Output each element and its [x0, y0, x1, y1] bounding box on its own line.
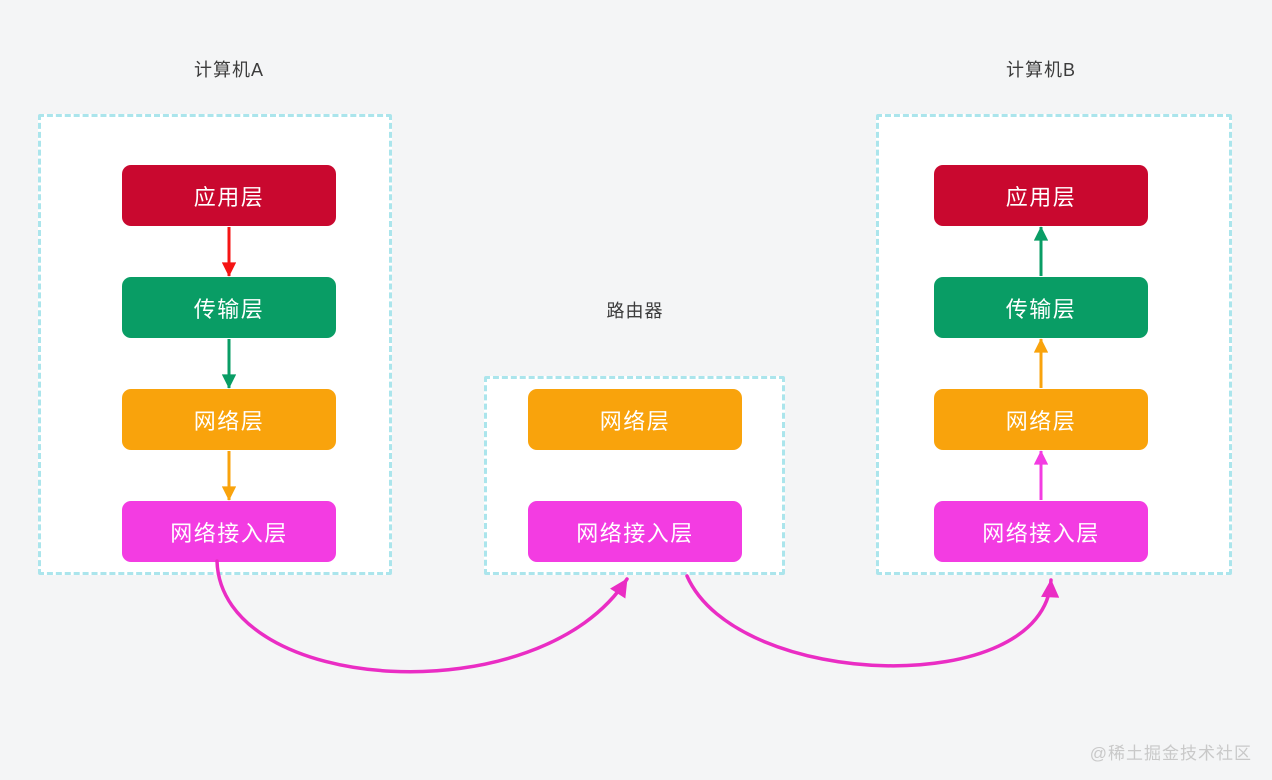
computer-b-network-layer-box: 网络层: [934, 389, 1148, 450]
watermark: @稀土掘金技术社区: [1089, 744, 1252, 763]
computer-a-access-layer-box: 网络接入层: [122, 501, 336, 562]
edge-a-to-router-curve: [215, 559, 629, 674]
router-network-layer-box: 网络层: [528, 389, 742, 450]
edge-router-to-b-curve: [685, 574, 1060, 668]
layer-label: 网络层: [193, 408, 265, 434]
layer-label: 传输层: [193, 296, 265, 322]
computer-b-access-layer-box: 网络接入层: [934, 501, 1148, 562]
computer-b-transport-layer-box: 传输层: [934, 277, 1148, 338]
layer-label: 应用层: [193, 184, 265, 210]
layer-label: 应用层: [1005, 184, 1077, 210]
computer-a-application-layer-box: 应用层: [122, 165, 336, 226]
layer-label: 网络接入层: [170, 520, 288, 546]
computer-b-title: 计算机B: [1005, 60, 1076, 80]
computer-a-transport-layer-box: 传输层: [122, 277, 336, 338]
layer-label: 网络层: [1005, 408, 1077, 434]
layer-label: 网络接入层: [576, 520, 694, 546]
computer-a-title: 计算机A: [193, 60, 264, 80]
layer-label: 网络接入层: [982, 520, 1100, 546]
router-access-layer-box: 网络接入层: [528, 501, 742, 562]
computer-b-application-layer-box: 应用层: [934, 165, 1148, 226]
layer-label: 网络层: [599, 408, 671, 434]
layer-label: 传输层: [1005, 296, 1077, 322]
computer-a-network-layer-box: 网络层: [122, 389, 336, 450]
router-title: 路由器: [606, 301, 664, 321]
